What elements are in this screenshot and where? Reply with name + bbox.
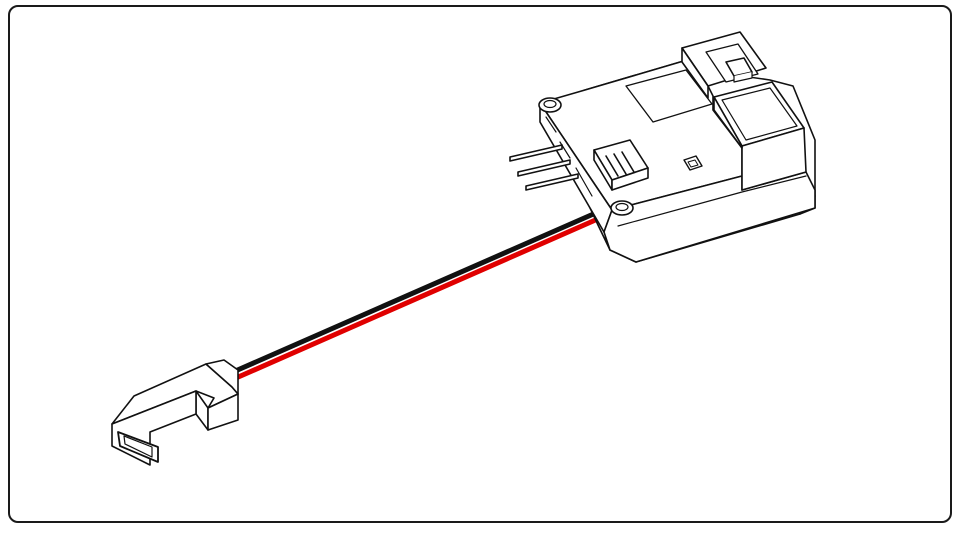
led-window-inner (687, 159, 699, 168)
wire-black (230, 209, 601, 375)
connector-rear-top (205, 359, 239, 395)
header-pin-3 (621, 151, 635, 173)
header-pin-2 (613, 153, 627, 175)
connector-rear (207, 393, 239, 431)
wire-red (233, 215, 603, 381)
switch-slider-edge (733, 71, 753, 83)
raised-block-inset (721, 87, 798, 141)
side-pin-2 (517, 159, 571, 177)
module-front-line (617, 175, 807, 227)
header-pin-1 (605, 155, 619, 177)
switch-housing-side (681, 47, 709, 99)
raised-block-left (713, 96, 743, 149)
lead-connector (111, 359, 239, 466)
side-pin-3 (525, 173, 579, 191)
connector-side-face (195, 390, 209, 431)
screw-boss-rear-inner (543, 99, 557, 109)
pin-header-front (611, 167, 649, 191)
side-pins (509, 144, 579, 191)
label-recess (625, 69, 713, 123)
screw-boss-front-inner (615, 202, 629, 212)
raised-block-front (741, 127, 807, 191)
side-pin-1 (509, 144, 563, 162)
receiver-module (509, 31, 816, 263)
power-lead (230, 209, 603, 381)
connector-mouth-inner (123, 435, 153, 458)
